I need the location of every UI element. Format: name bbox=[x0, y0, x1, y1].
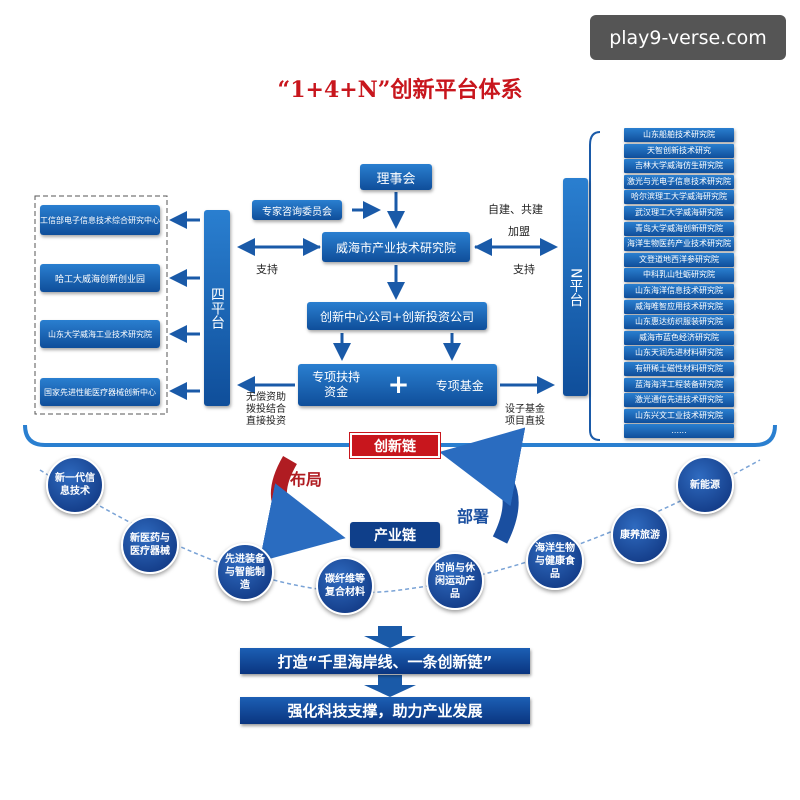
n-platform-item: 天智创新技术研究 bbox=[624, 143, 734, 158]
down-arrow-1 bbox=[364, 626, 416, 648]
four-platform-item: 山东大学威海工业技术研究院 bbox=[40, 320, 160, 348]
industry-circle: 海洋生物与健康食品 bbox=[526, 532, 584, 590]
industry-circle: 康养旅游 bbox=[611, 506, 669, 564]
n-platform-item: 吉林大学威海仿生研究院 bbox=[624, 159, 734, 174]
n-platform-item: 威海市蓝色经济研究院 bbox=[624, 330, 734, 345]
n-platform-item: 哈尔滨理工大学威海研究院 bbox=[624, 190, 734, 205]
n-platform-item: 山东兴文工业技术研究院 bbox=[624, 408, 734, 423]
n-platform-bar: N平台 bbox=[563, 178, 588, 396]
n-platform-brace bbox=[589, 131, 601, 441]
n-platform-item: 山东惠达纺织服装研究院 bbox=[624, 315, 734, 330]
industry-circle: 新医药与医疗器械 bbox=[121, 516, 179, 574]
n-platform-item: 青岛大学威海创新研究院 bbox=[624, 221, 734, 236]
deploy-arrow bbox=[439, 427, 526, 544]
join-label: 加盟 bbox=[508, 225, 530, 238]
funding-mode: 拨投结合 bbox=[246, 404, 286, 415]
n-platform-item: 文登道地西洋参研究院 bbox=[624, 252, 734, 267]
four-platform-group bbox=[34, 195, 168, 415]
n-platform-item: 激光通信先进技术研究院 bbox=[624, 393, 734, 408]
slogan-banner-1: 打造“千里海岸线、一条创新链” bbox=[240, 648, 530, 674]
slogan-banner-2: 强化科技支撑，助力产业发展 bbox=[240, 697, 530, 724]
funding-mode: 直接投资 bbox=[246, 416, 286, 427]
funding-mode: 项目直投 bbox=[505, 416, 545, 427]
industry-circle: 新一代信息技术 bbox=[46, 456, 104, 514]
n-platform-item: 武汉理工大学威海研究院 bbox=[624, 206, 734, 220]
four-platform-item: 国家先进性能医疗器械创新中心 bbox=[40, 378, 160, 406]
council-box: 理事会 bbox=[360, 164, 432, 190]
innovation-chain-box: 创新链 bbox=[350, 433, 440, 458]
special-support-fund: 专项扶持资金 bbox=[312, 370, 361, 399]
four-platform-bar: 四平台 bbox=[204, 210, 230, 406]
right-funding-labels: 设子基金 项目直投 bbox=[505, 404, 545, 428]
n-platform-item: 山东海洋信息技术研究院 bbox=[624, 284, 734, 298]
four-platform-item: 工信部电子信息技术综合研究中心 bbox=[40, 205, 160, 235]
fund-box: 专项扶持资金 + 专项基金 bbox=[298, 364, 497, 406]
deploy-label: 部署 bbox=[457, 507, 490, 526]
special-fund: 专项基金 bbox=[435, 378, 484, 393]
n-platform-item: 海洋生物医药产业技术研究院 bbox=[624, 237, 734, 252]
plus-sign: + bbox=[387, 370, 410, 400]
n-platform-item: 激光与光电子信息技术研究院 bbox=[624, 174, 734, 189]
four-platform-item: 哈工大威海创新创业园 bbox=[40, 264, 160, 292]
funding-mode: 无偿资助 bbox=[246, 392, 286, 403]
layout-arrow bbox=[259, 455, 346, 562]
industry-circle: 时尚与休闲运动产品 bbox=[426, 552, 484, 610]
n-platform-item: 山东天润先进材料研究院 bbox=[624, 346, 734, 361]
n-platform-item: ...... bbox=[624, 424, 734, 439]
expert-committee-box: 专家咨询委员会 bbox=[252, 200, 342, 220]
industry-circle: 碳纤维等复合材料 bbox=[316, 557, 374, 615]
layout-label: 布局 bbox=[290, 470, 323, 489]
institute-box: 威海市产业技术研究院 bbox=[322, 232, 470, 262]
industry-circle: 先进装备与智能制造 bbox=[216, 543, 274, 601]
watermark: play9-verse.com bbox=[590, 15, 786, 60]
funding-mode: 设子基金 bbox=[505, 404, 545, 415]
left-funding-labels: 无偿资助 拨投结合 直接投资 bbox=[246, 392, 286, 428]
companies-box: 创新中心公司+创新投资公司 bbox=[307, 302, 487, 330]
page-title: “1+4+N”创新平台体系 bbox=[277, 77, 523, 103]
support-right-label: 支持 bbox=[513, 263, 535, 276]
n-platform-item: 有研稀土磁性材料研究院 bbox=[624, 362, 734, 376]
n-platform-item: 中科乳山牡蛎研究院 bbox=[624, 268, 734, 283]
n-platform-item: 蓝海海洋工程装备研究院 bbox=[624, 377, 734, 392]
build-label: 自建、共建 bbox=[488, 203, 543, 216]
n-platform-item: 山东船舶技术研究院 bbox=[624, 128, 734, 142]
industry-chain-box: 产业链 bbox=[350, 522, 440, 548]
support-left-label: 支持 bbox=[256, 263, 278, 276]
down-arrow-2 bbox=[364, 675, 416, 697]
n-platform-item: 威海唯智应用技术研究院 bbox=[624, 299, 734, 314]
industry-circle: 新能源 bbox=[676, 456, 734, 514]
